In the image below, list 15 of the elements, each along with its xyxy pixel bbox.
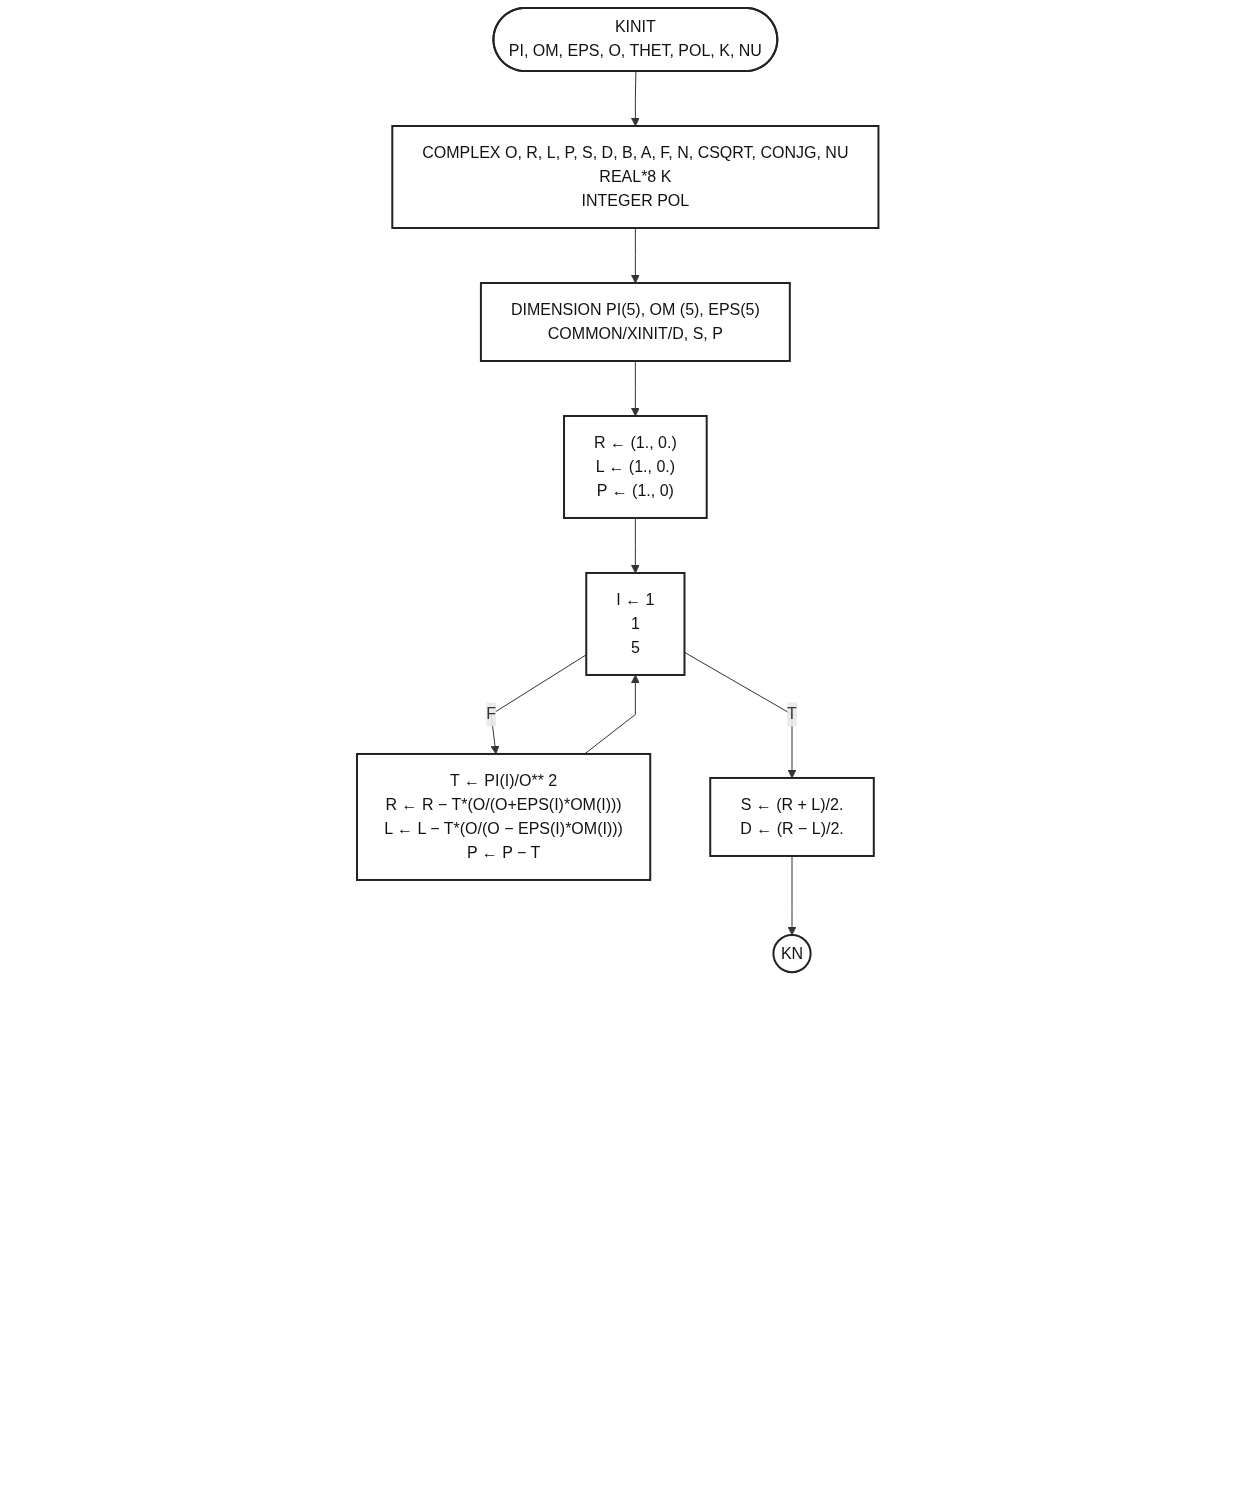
arrow [630,360,640,417]
arrow [490,654,587,755]
arrow [630,227,640,284]
edge-label: F [486,705,496,723]
arrow [630,71,640,127]
node-box: DIMENSION PI(5), OM (5), EPS(5) COMMON/XINIT/D, S, P [479,282,791,362]
edge-label: T [786,705,797,723]
node-box: I ← 1 1 5 [585,572,686,676]
node-box: R ← (1., 0.) L ← (1., 0.) P ← (1., 0) [562,415,708,519]
arrow [787,855,797,936]
node-circle: KN [772,933,812,974]
node-box: COMPLEX O, R, L, P, S, D, B, A, F, N, CSQRT, CONJG, NU REAL*8 K INTEGER POL [391,125,880,229]
node-box: T ← PI(I)/O** 2 R ← R − T*(O/(O+EPS(I)*OM(I))) L ← L − T*(O/(O − EPS(I)*OM(I))) P ← P − T [355,753,651,881]
node-box: S ← (R + L)/2. D ← (R − L)/2. [709,777,875,857]
arrow [630,517,640,574]
